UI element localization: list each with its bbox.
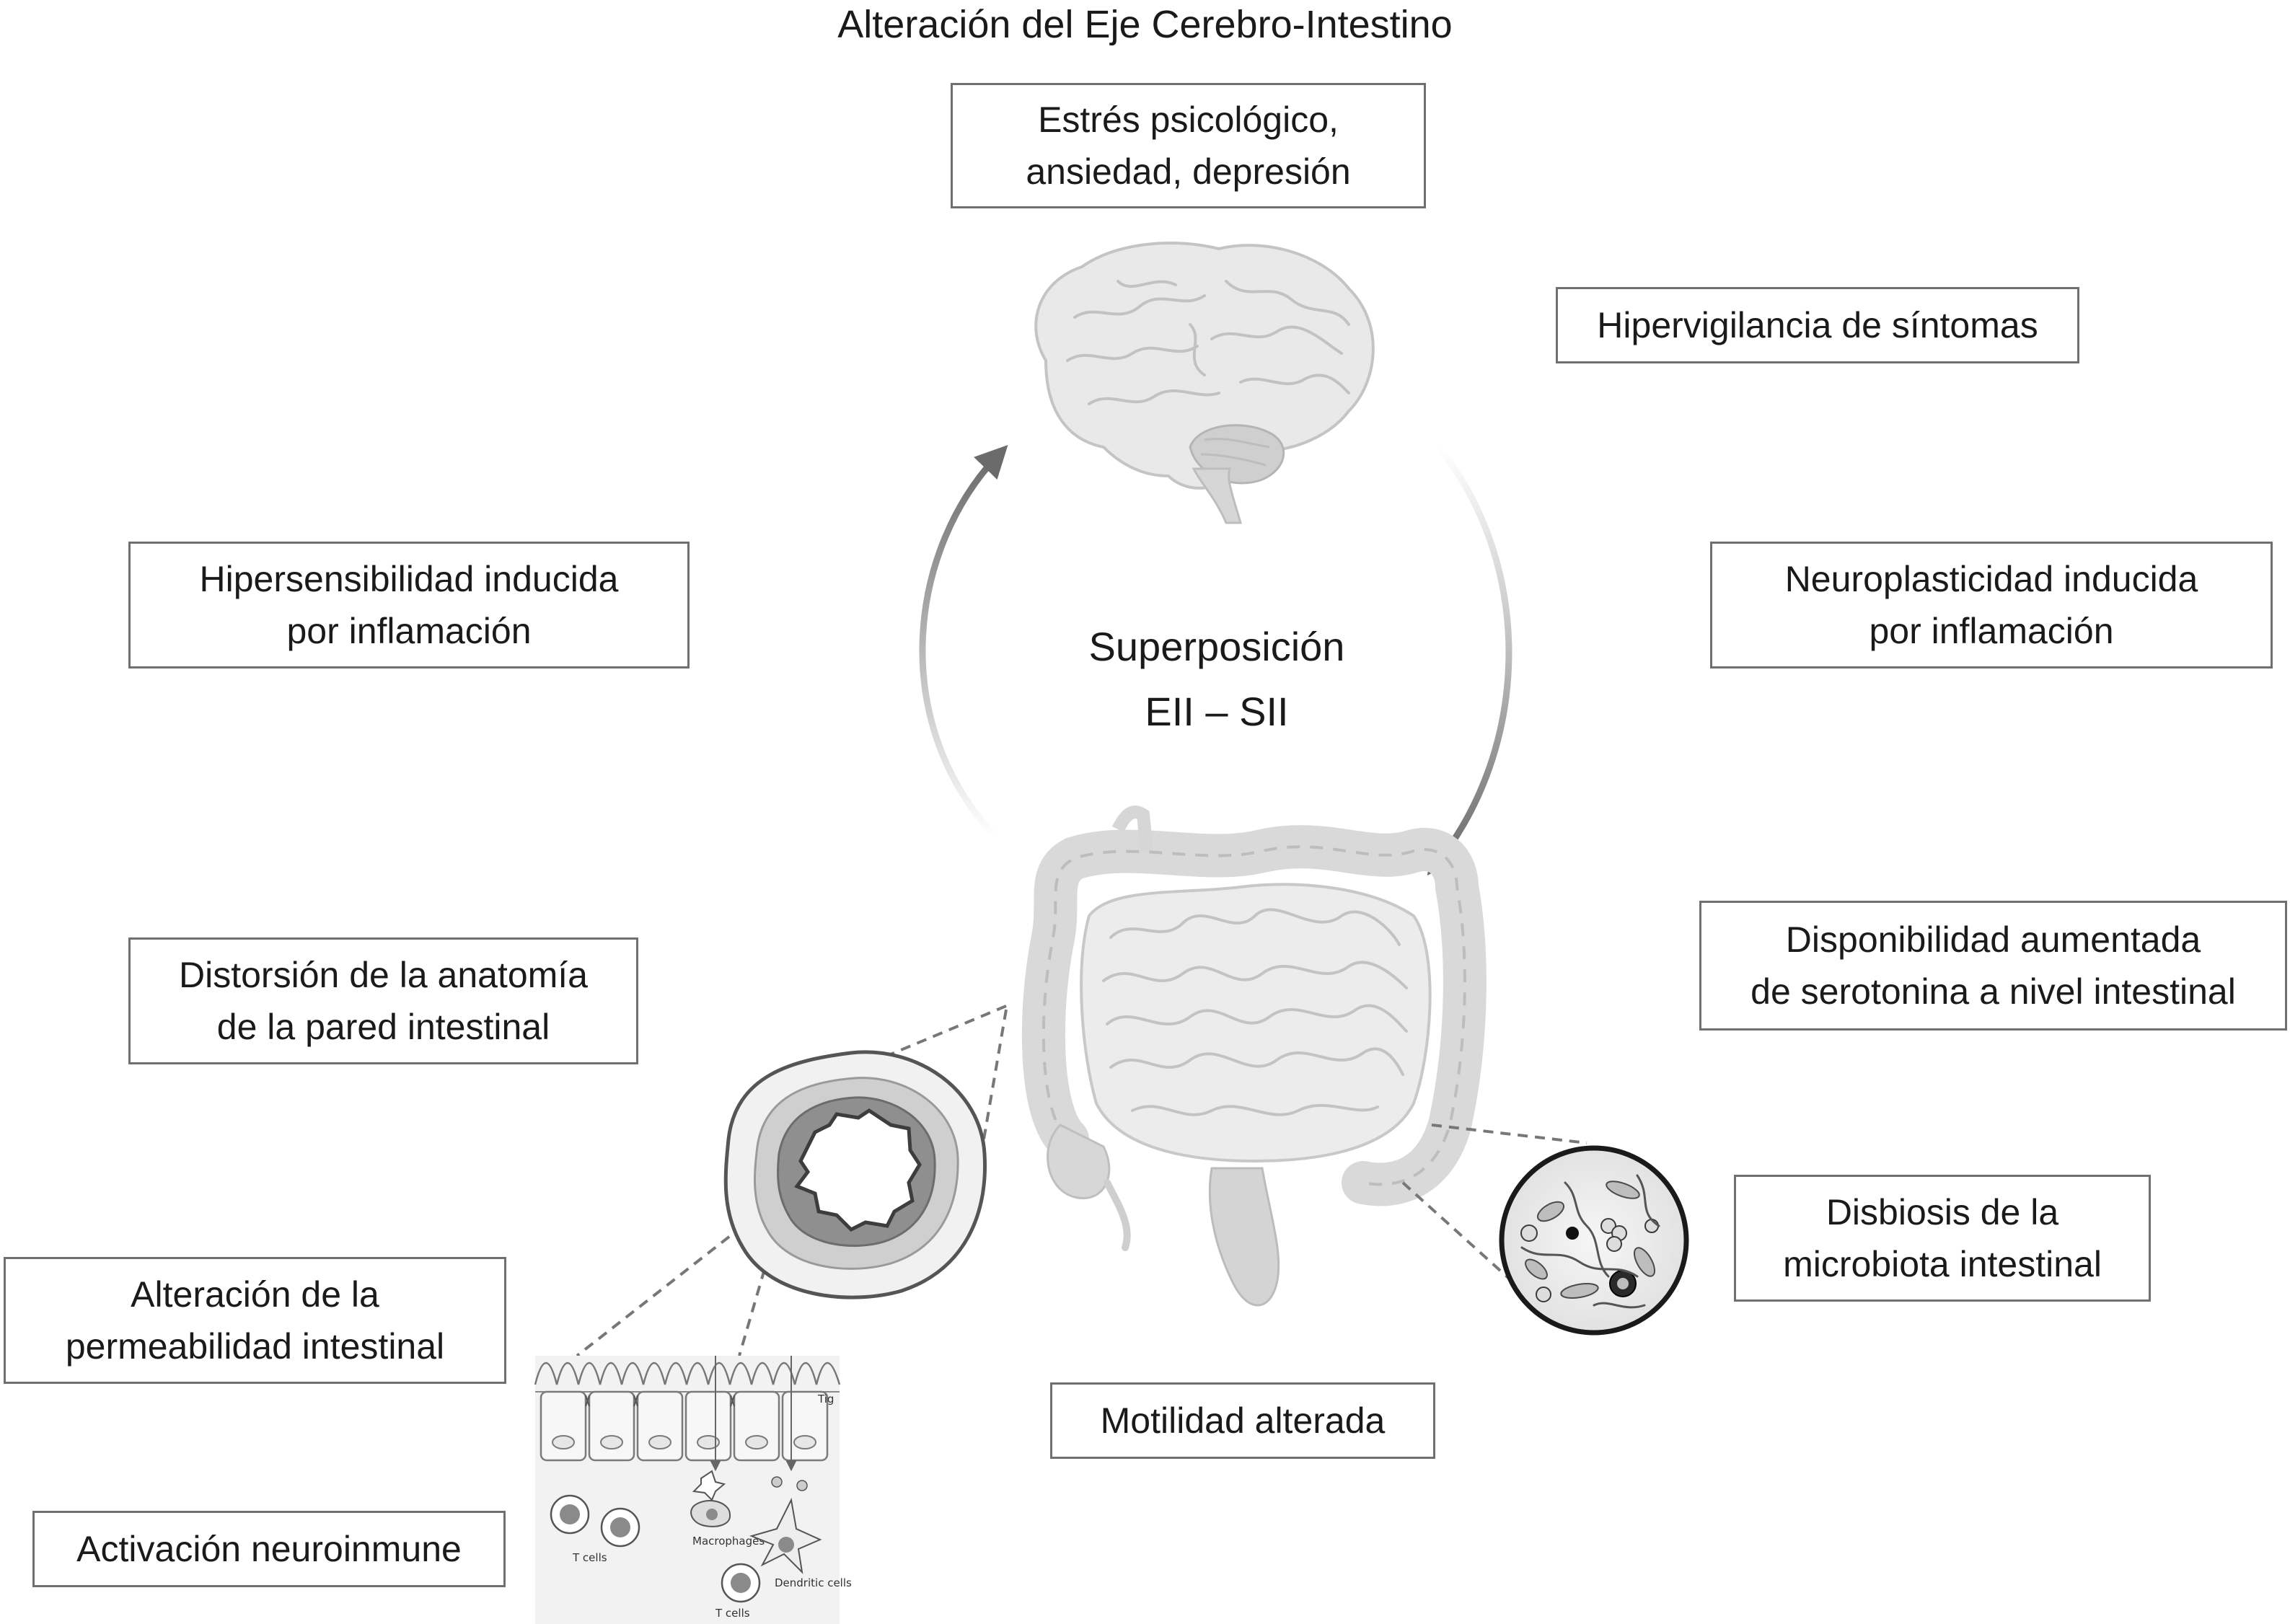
center-label-line2: EII – SII (1145, 689, 1289, 734)
intestine-icon (1021, 806, 1487, 1307)
box-permeability-alteration: Alteración de la permeabilidad intestina… (4, 1257, 506, 1384)
box-wall-anatomy-distortion: Distorsión de la anatomía de la pared in… (128, 937, 638, 1064)
connector-gut-to-micro-b (1401, 1181, 1516, 1285)
connector-gut-to-micro-a (1431, 1124, 1587, 1144)
cycle-arrow-right (1427, 445, 1512, 875)
brain-icon (1034, 242, 1375, 524)
box-inflammation-neuroplasticity: Neuroplasticidad inducida por inflamació… (1710, 542, 2273, 668)
box-serotonin-availability: Disponibilidad aumentada de serotonina a… (1699, 901, 2287, 1031)
macrophages-label: Macrophages (692, 1535, 765, 1548)
connector-section-to-cells-b (738, 1268, 766, 1356)
center-label: Superposición EII – SII (1000, 614, 1433, 744)
box-altered-motility: Motilidad alterada (1050, 1382, 1435, 1459)
box-microbiota-dysbiosis: Disbiosis de la microbiota intestinal (1734, 1175, 2151, 1302)
gut-cross-section-icon (723, 1050, 987, 1299)
cycle-arrow-left (919, 445, 1008, 839)
connector-section-to-cells-a (576, 1224, 744, 1357)
t-cells-label-2: T cells (715, 1607, 750, 1620)
box-psychological-stress: Estrés psicológico, ansiedad, depresión (951, 83, 1426, 208)
t-cells-label-1: T cells (572, 1551, 607, 1564)
box-inflammation-hypersensitivity: Hipersensibilidad inducida por inflamaci… (128, 542, 690, 668)
diagram-title: Alteración del Eje Cerebro-Intestino (837, 3, 1453, 46)
dendritic-cells-label: Dendritic cells (775, 1576, 852, 1589)
center-label-line1: Superposición (1088, 624, 1345, 669)
microbiota-icon (1499, 1145, 1689, 1336)
box-neuroimmune-activation: Activación neuroinmune (32, 1511, 506, 1587)
box-symptom-hypervigilance: Hipervigilancia de síntomas (1556, 287, 2079, 363)
epithelium-cells-icon: Tig T cells T cells Macrophages (534, 1356, 852, 1624)
tight-junction-label: Tig (817, 1393, 834, 1405)
